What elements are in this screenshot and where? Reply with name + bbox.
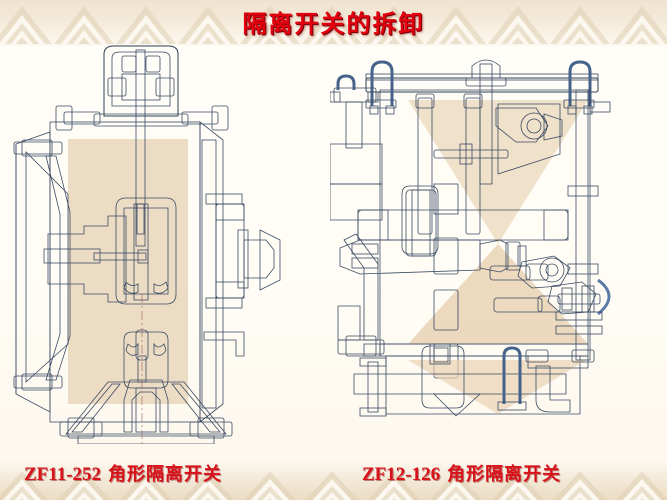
right-figure-diagram [330, 59, 611, 417]
border-triangle [486, 466, 550, 500]
border-triangle [362, 0, 426, 46]
left-figure-diagram [13, 45, 281, 444]
border-triangle [0, 466, 54, 500]
left-figure-caption: ZF11-252 角形隔离开关 [24, 460, 222, 486]
border-triangle [114, 0, 178, 46]
border-triangle [52, 0, 116, 46]
border-triangle [176, 466, 240, 500]
border-triangle [300, 0, 364, 46]
border-triangle [424, 466, 488, 500]
border-triangle [238, 466, 302, 500]
border-triangle [176, 0, 240, 46]
figures-area [0, 44, 667, 458]
border-triangle [486, 0, 550, 46]
border-triangle [548, 0, 612, 46]
bottom-decorative-border [0, 460, 667, 500]
slide-title: 隔离开关的拆卸 [242, 10, 425, 38]
border-triangle [300, 466, 364, 500]
left-caption-name: 角形隔离开关 [108, 464, 223, 485]
border-triangle [114, 466, 178, 500]
border-triangle [362, 466, 426, 500]
border-triangle [52, 466, 116, 500]
right-figure-caption: ZF12-126 角形隔离开关 [362, 460, 561, 486]
border-triangle [610, 466, 667, 500]
border-triangle [610, 0, 667, 46]
border-triangle [238, 0, 302, 46]
right-caption-name: 角形隔离开关 [447, 464, 562, 485]
left-caption-model: ZF11-252 [24, 464, 102, 485]
border-triangle [424, 0, 488, 46]
border-triangle [0, 0, 54, 46]
border-triangle [548, 466, 612, 500]
top-decorative-border [0, 0, 667, 46]
right-caption-model: ZF12-126 [362, 464, 441, 485]
